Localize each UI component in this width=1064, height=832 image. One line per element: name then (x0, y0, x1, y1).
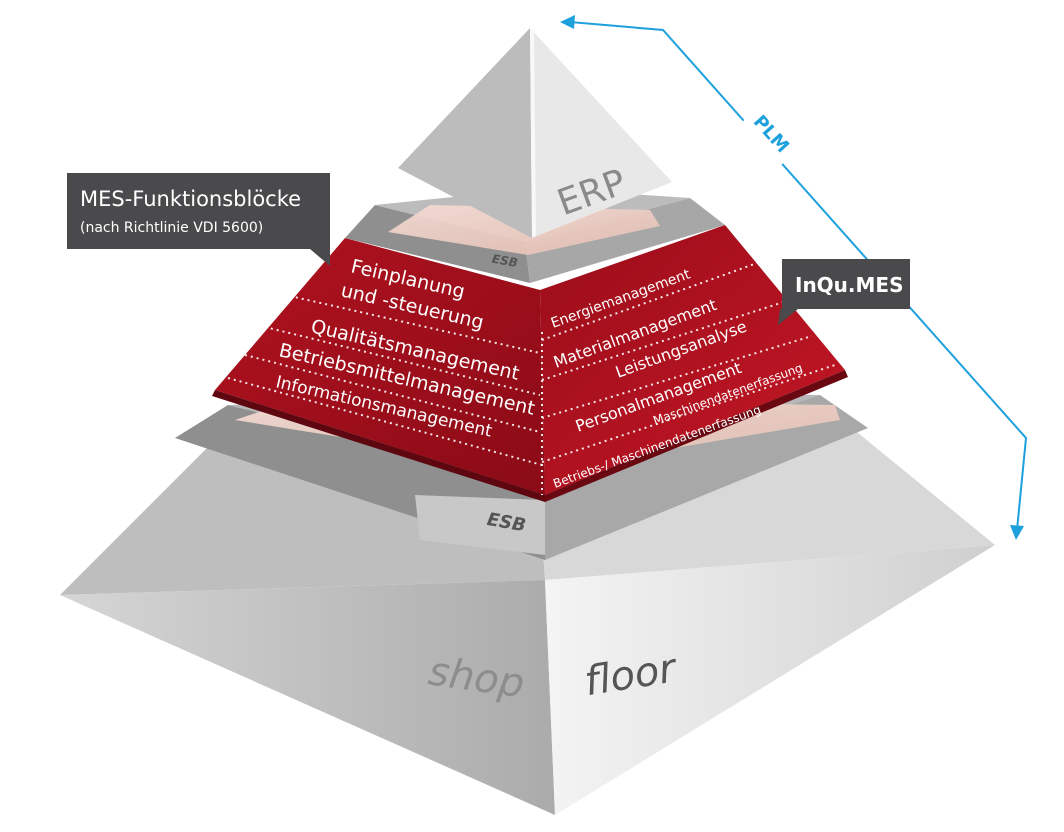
plm-arrow (560, 15, 1028, 540)
esb-upper-right-face (525, 198, 725, 283)
esb-lower-right-face (545, 395, 868, 560)
erp-right-face (530, 28, 672, 238)
erp-highlight-edge (530, 28, 536, 238)
erp-peak: ERP (398, 28, 672, 238)
callout-mes-subtitle: (nach Richtlinie VDI 5600) (80, 220, 263, 236)
mes-right-separators (541, 261, 839, 495)
callout-mes-title: MES-Funktionsblöcke (80, 187, 301, 211)
erp-left-face (398, 28, 532, 238)
plm-label-bg (740, 103, 802, 167)
mes-left-separators (227, 295, 543, 466)
base-top-left-face (60, 430, 545, 595)
base-front-left-face (60, 580, 555, 815)
shop-floor-tier: shop floor (60, 410, 995, 815)
callout-inqu-mes: InQu.MES (778, 259, 910, 325)
callout-mes-box (67, 173, 330, 249)
esb-upper-left-face (345, 205, 530, 283)
esb-lower-front-band (415, 495, 545, 555)
mes-right-face (540, 225, 845, 495)
mes-right-base-edge (545, 370, 848, 502)
callout-inqu-title: InQu.MES (795, 273, 904, 297)
callout-mes-pointer (310, 249, 330, 266)
callout-mes-funktionsbloecke: MES-Funktionsblöcke (nach Richtlinie VDI… (67, 173, 330, 266)
plm-arrow-line (569, 21, 1028, 531)
plm-arrow-head-start (560, 15, 575, 29)
callout-inqu-pointer (778, 309, 798, 325)
mes-left-base-edge (212, 390, 545, 502)
plm-arrow-head-end (1010, 525, 1024, 540)
mes-left-face (215, 238, 545, 495)
base-top-right-face (540, 410, 995, 580)
callout-inqu-box (782, 259, 910, 309)
base-front-right-face (545, 545, 995, 815)
esb-upper-label: ESB (491, 252, 519, 270)
